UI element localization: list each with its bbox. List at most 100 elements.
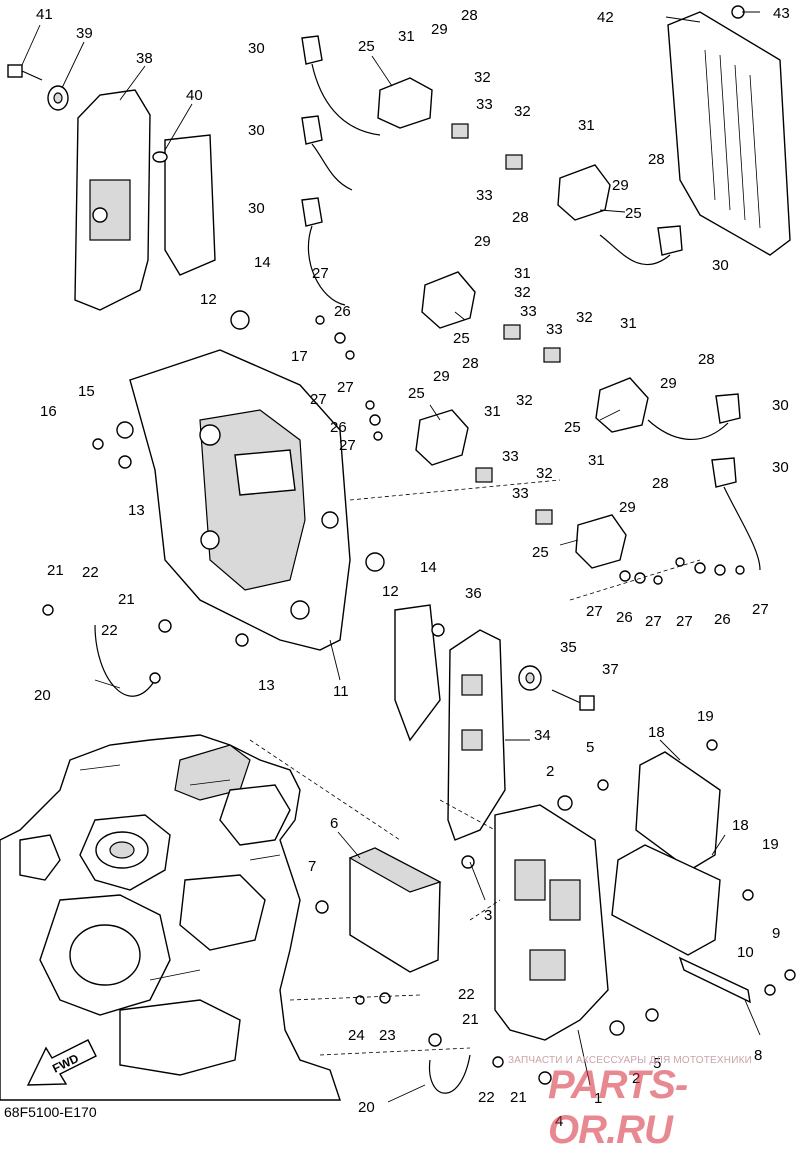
callout-22: 22 <box>82 564 99 581</box>
callout-27: 27 <box>337 379 354 396</box>
callout-19: 19 <box>762 836 779 853</box>
callout-6: 6 <box>330 815 338 832</box>
callout-27: 27 <box>339 437 356 454</box>
callout-31: 31 <box>588 452 605 469</box>
callout-21: 21 <box>510 1089 527 1106</box>
callout-24: 24 <box>348 1027 365 1044</box>
cover-42 <box>667 11 791 256</box>
callout-25: 25 <box>453 330 470 347</box>
callout-11: 11 <box>333 683 349 700</box>
bolt-41 <box>7 64 43 81</box>
callout-8: 8 <box>754 1047 762 1064</box>
collar-40 <box>152 151 168 163</box>
callout-22: 22 <box>458 986 475 1003</box>
callout-23: 23 <box>379 1027 396 1044</box>
callout-labels: 41 39 38 40 30 25 31 29 28 42 43 32 33 3… <box>34 5 790 1130</box>
callout-4: 4 <box>555 1113 563 1130</box>
callout-25: 25 <box>532 544 549 561</box>
ignition-coil-25-e <box>415 409 493 483</box>
callout-13: 13 <box>258 677 275 694</box>
callout-33: 33 <box>520 303 537 320</box>
callout-42: 42 <box>597 9 614 26</box>
callout-16: 16 <box>40 403 57 420</box>
callout-30: 30 <box>248 200 265 217</box>
callout-30: 30 <box>248 40 265 57</box>
diagram-code: 68F5100-E170 <box>4 1104 97 1120</box>
module-6 <box>348 847 442 973</box>
plug-cap-30-group <box>301 35 761 571</box>
callout-30: 30 <box>772 397 789 414</box>
callout-30: 30 <box>712 257 729 274</box>
fasteners-misc <box>42 310 796 1085</box>
callout-30: 30 <box>248 122 265 139</box>
callout-14: 14 <box>254 254 271 271</box>
callout-9: 9 <box>772 925 780 942</box>
dashed-alignment-lines <box>249 479 701 1056</box>
callout-19: 19 <box>697 708 714 725</box>
callout-5: 5 <box>586 739 594 756</box>
leader-lines <box>21 11 761 1103</box>
callout-38: 38 <box>136 50 153 67</box>
ignition-coil-25-c <box>421 271 521 340</box>
callout-39: 39 <box>76 25 93 42</box>
callout-26: 26 <box>330 419 347 436</box>
callout-12: 12 <box>382 583 399 600</box>
callout-32: 32 <box>516 392 533 409</box>
plate-8 <box>678 956 751 1004</box>
callout-3: 3 <box>484 907 492 924</box>
callout-33: 33 <box>476 187 493 204</box>
ignition-coil-25-f <box>535 509 627 569</box>
callout-21: 21 <box>47 562 64 579</box>
callout-25: 25 <box>625 205 642 222</box>
callout-18: 18 <box>648 724 665 741</box>
callout-14: 14 <box>420 559 437 576</box>
ground-lead-20-upper <box>94 624 161 697</box>
callout-15: 15 <box>78 383 95 400</box>
callout-32: 32 <box>514 284 531 301</box>
callout-26: 26 <box>616 609 633 626</box>
callout-20: 20 <box>34 687 51 704</box>
callout-28: 28 <box>652 475 669 492</box>
callout-21: 21 <box>118 591 135 608</box>
callout-37: 37 <box>602 661 619 678</box>
callout-29: 29 <box>474 233 491 250</box>
ignition-coil-25-d <box>543 347 649 433</box>
callout-20: 20 <box>358 1099 375 1116</box>
grommet-35 <box>518 665 542 691</box>
callout-27: 27 <box>752 601 769 618</box>
callout-34: 34 <box>534 727 551 744</box>
callout-25: 25 <box>408 385 425 402</box>
ecm-unit-18 <box>611 751 721 956</box>
bracket-1 <box>494 804 609 1041</box>
callout-32: 32 <box>514 103 531 120</box>
bracket-plate-11 <box>129 349 351 651</box>
callout-5: 5 <box>653 1055 661 1072</box>
callout-28: 28 <box>648 151 665 168</box>
callout-31: 31 <box>620 315 637 332</box>
bolt-37 <box>551 689 595 711</box>
callout-25: 25 <box>358 38 375 55</box>
callout-26: 26 <box>334 303 351 320</box>
callout-12: 12 <box>200 291 217 308</box>
callout-40: 40 <box>186 87 203 104</box>
callout-18: 18 <box>732 817 749 834</box>
callout-31: 31 <box>578 117 595 134</box>
callout-32: 32 <box>536 465 553 482</box>
callout-36: 36 <box>465 585 482 602</box>
callout-27: 27 <box>312 265 329 282</box>
callout-2: 2 <box>546 763 554 780</box>
callout-25: 25 <box>564 419 581 436</box>
callout-28: 28 <box>512 209 529 226</box>
callout-35: 35 <box>560 639 577 656</box>
callout-27: 27 <box>676 613 693 630</box>
callout-29: 29 <box>660 375 677 392</box>
callout-27: 27 <box>310 391 327 408</box>
callout-33: 33 <box>502 448 519 465</box>
callout-27: 27 <box>645 613 662 630</box>
ignition-coil-25-b <box>505 154 611 221</box>
bracket-34 <box>394 604 506 841</box>
callout-28: 28 <box>462 355 479 372</box>
fwd-arrow-icon: FWD <box>26 1039 97 1086</box>
callout-31: 31 <box>398 28 415 45</box>
